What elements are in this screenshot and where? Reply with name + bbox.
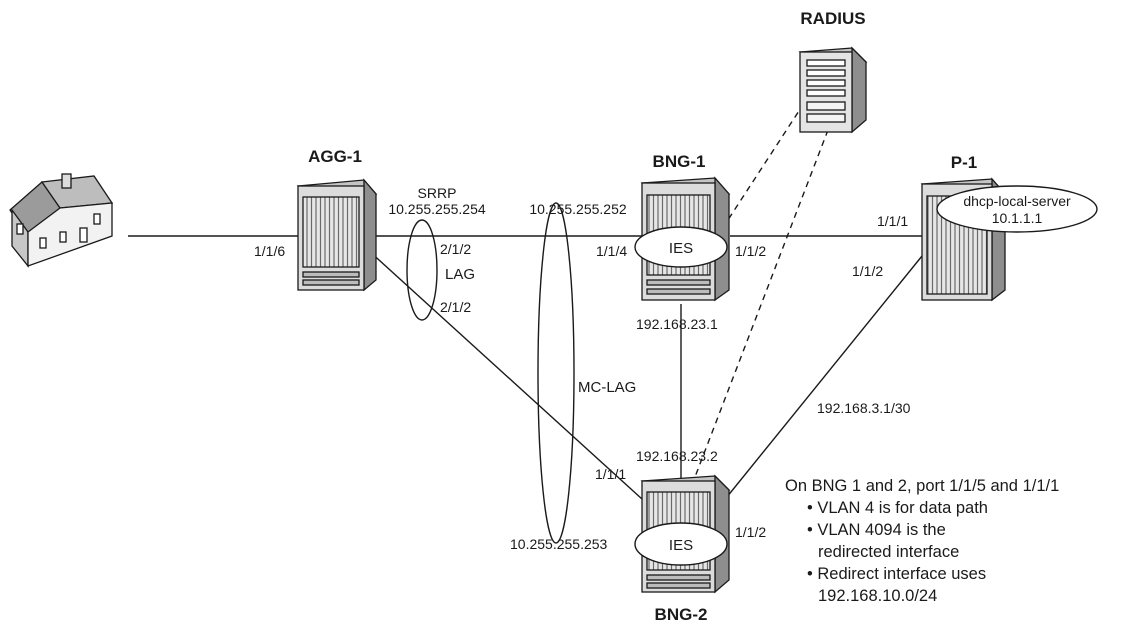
ies-top-label: IES	[669, 240, 693, 257]
mc-lag-label: MC-LAG	[578, 379, 636, 396]
p1-title: P-1	[951, 153, 977, 172]
link-radius-bng1	[723, 93, 811, 227]
notes-bullet-3-line-1: • Redirect interface uses	[807, 565, 986, 583]
links	[128, 93, 923, 509]
p1-link-ip-label: 192.168.3.1/30	[817, 400, 911, 416]
notes-block: On BNG 1 and 2, port 1/1/5 and 1/1/1 • V…	[785, 477, 1059, 605]
bng2-title: BNG-2	[655, 605, 708, 624]
bng1-sync-ip-label: 192.168.23.1	[636, 316, 718, 332]
agg1-title: AGG-1	[308, 147, 362, 166]
notes-bullet-2-line-1: • VLAN 4094 is the	[807, 521, 946, 539]
link-radius-bng2	[689, 129, 829, 491]
agg-port-label: 1/1/6	[254, 243, 285, 259]
bng2-ip-label: 10.255.255.253	[510, 536, 608, 552]
mc-lag-oval	[537, 202, 575, 544]
bng2-sync-ip-label: 192.168.23.2	[636, 448, 718, 464]
bng1-port-left-label: 1/1/4	[596, 243, 627, 259]
bng1-title: BNG-1	[653, 152, 706, 171]
ies-bng1-oval	[634, 226, 728, 268]
bng2-port-left-label: 1/1/1	[595, 466, 626, 482]
notes-heading: On BNG 1 and 2, port 1/1/5 and 1/1/1	[785, 477, 1059, 495]
link-agg1-bng2	[367, 249, 643, 500]
lag-port-top-label: 2/1/2	[440, 241, 471, 257]
bng1-port-right-label: 1/1/2	[735, 243, 766, 259]
dhcp-server-label: dhcp-local-server	[963, 193, 1071, 209]
notes-bullet-1: • VLAN 4 is for data path	[807, 499, 988, 517]
dhcp-server-oval	[936, 185, 1098, 233]
dhcp-ip-label: 10.1.1.1	[992, 210, 1043, 226]
radius-server-icon	[798, 46, 868, 134]
bng2-port-right-label: 1/1/2	[735, 524, 766, 540]
bng1-ip-label: 10.255.255.252	[529, 201, 627, 217]
p1-port-top-label: 1/1/1	[877, 213, 908, 229]
p1-port-bottom-label: 1/1/2	[852, 263, 883, 279]
link-bng2-p1	[717, 255, 923, 509]
srrp-label: SRRP	[418, 185, 457, 201]
house-icon	[9, 173, 114, 268]
notes-bullet-3-line-2: 192.168.10.0/24	[818, 587, 937, 605]
lag-label: LAG	[445, 266, 475, 283]
ies-bng2-oval	[634, 522, 728, 566]
ies-bottom-label: IES	[669, 537, 693, 554]
srrp-ip-label: 10.255.255.254	[388, 201, 486, 217]
lag-port-bottom-label: 2/1/2	[440, 299, 471, 315]
radius-title: RADIUS	[800, 9, 865, 28]
agg1-device	[296, 178, 378, 292]
lag-oval	[406, 219, 438, 321]
notes-bullet-2-line-2: redirected interface	[818, 543, 959, 561]
